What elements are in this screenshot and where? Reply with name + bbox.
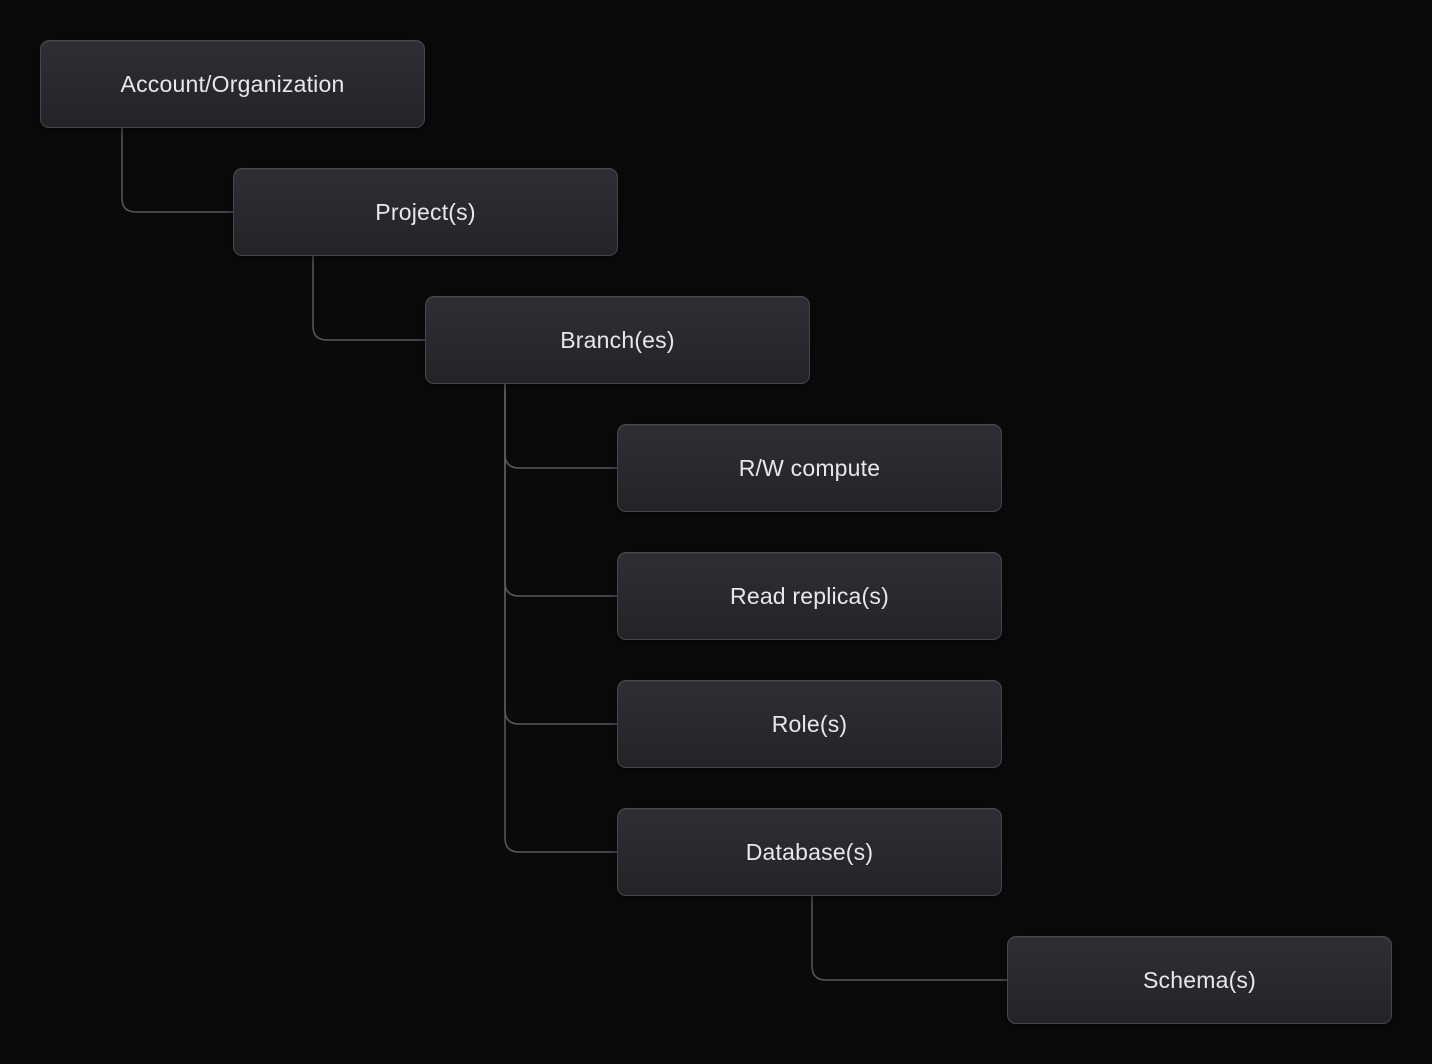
node-account-organization-label: Account/Organization xyxy=(120,70,345,97)
node-branches: Branch(es) xyxy=(425,296,810,384)
node-projects: Project(s) xyxy=(233,168,618,256)
node-read-replicas-label: Read replica(s) xyxy=(730,582,889,609)
node-projects-label: Project(s) xyxy=(375,198,476,225)
node-databases-label: Database(s) xyxy=(745,838,874,865)
node-rw-compute: R/W compute xyxy=(617,424,1002,512)
node-rw-compute-label: R/W compute xyxy=(738,454,881,481)
edge-branches-to-databases xyxy=(504,384,617,853)
edge-branches-to-read-replicas xyxy=(504,384,617,597)
node-roles: Role(s) xyxy=(617,680,1002,768)
node-roles-label: Role(s) xyxy=(771,710,848,737)
node-databases: Database(s) xyxy=(617,808,1002,896)
node-schemas-label: Schema(s) xyxy=(1143,966,1256,993)
edge-account-to-projects xyxy=(121,128,233,213)
edge-branches-to-rw-compute xyxy=(504,384,617,469)
node-read-replicas: Read replica(s) xyxy=(617,552,1002,640)
edge-projects-to-branches xyxy=(312,256,425,341)
node-branches-label: Branch(es) xyxy=(560,326,675,353)
edge-databases-to-schemas xyxy=(811,896,1007,981)
edge-branches-to-roles xyxy=(504,384,617,725)
node-account-organization: Account/Organization xyxy=(40,40,425,128)
node-schemas: Schema(s) xyxy=(1007,936,1392,1024)
